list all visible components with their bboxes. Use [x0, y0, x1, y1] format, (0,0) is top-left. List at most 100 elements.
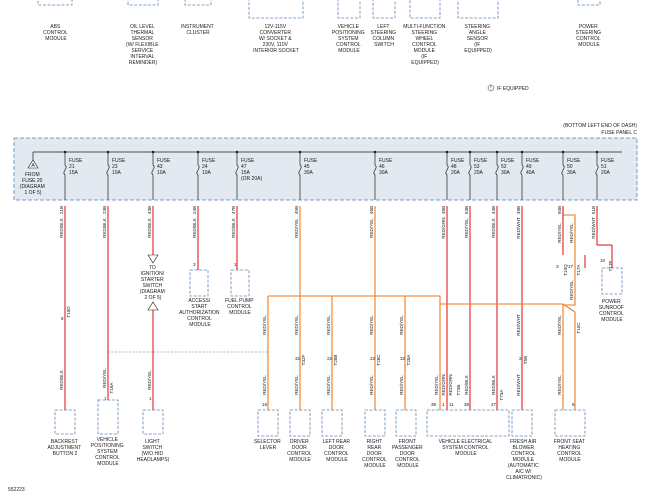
fuse-pin-label: 51B	[591, 206, 596, 214]
fuse-pin-label: 43B	[147, 206, 152, 214]
label-seat-heating: FRONT SEAT HEATING CONTROL MODULE	[554, 439, 587, 463]
access-start-label: ACCESS/ START AUTHORIZATION CONTROL MODU…	[179, 298, 221, 328]
instrument-cluster-box	[184, 0, 212, 6]
vps-top-box	[337, 0, 361, 19]
fuse-panel-box	[13, 137, 638, 201]
left-steering-column-switch-box	[372, 0, 396, 19]
wl-seat-c: RED/YEL	[569, 280, 574, 300]
label-ves: VEHICLE ELECTRICAL SYSTEM CONTROL MODULE	[439, 439, 494, 457]
source-label: FROM FUSE 20 (DIAGRAM 1 OF 5)	[20, 172, 46, 196]
fuse-pin-label: 47B	[231, 206, 236, 214]
orange-bus-b	[440, 303, 576, 410]
ignition-label: TO IGNITION/ STARTER SWITCH (DIAGRAM 2 O…	[140, 265, 166, 301]
mid-components: TO IGNITION/ STARTER SWITCH (DIAGRAM 2 O…	[140, 254, 625, 328]
seat-heating-box	[554, 409, 586, 437]
backrest-button-box	[54, 409, 76, 435]
sunroof-box	[601, 267, 623, 295]
source-arrow-icon	[27, 159, 39, 169]
source-arrow-glyph: A	[31, 163, 35, 169]
diagram-id: 552223	[8, 487, 25, 493]
top-label-abs: ABS CONTROL MODULE	[43, 24, 69, 42]
fuse-element-icon	[468, 152, 472, 200]
oil-level-sensor-box	[127, 0, 159, 6]
fp-door-box	[395, 409, 417, 437]
lr-door-box	[321, 409, 343, 437]
wl-f50b: RED/YEL	[569, 223, 574, 243]
if-equipped-legend: ! IF EQUIPPED	[487, 84, 529, 92]
rr-door-box	[364, 409, 386, 437]
abs-control-module-box	[37, 0, 73, 6]
fuse-element-icon	[520, 152, 524, 200]
wl-vps: RED/YEL	[102, 368, 107, 388]
label-fp-door: FRONT PASSENGER DOOR CONTROL MODULE	[392, 439, 424, 469]
wl-backrest: RED/BLK	[59, 369, 64, 390]
wl-selector-a: RED/YEL	[262, 315, 267, 335]
wl-ves-2: RED/GRN	[441, 374, 446, 395]
if-equipped-icon	[487, 84, 495, 92]
wl-driver-a: RED/YEL	[294, 315, 299, 335]
pin-ves-5: 27	[491, 402, 497, 407]
ignition-arrow-up-icon	[147, 301, 159, 311]
wl-fp-a: RED/YEL	[399, 315, 404, 335]
pin-vps: 1	[104, 396, 107, 401]
sunroof-label: POWER SUNROOF CONTROL MODULE	[599, 299, 625, 323]
power-steering-box	[577, 0, 601, 6]
wl-blower-b: RED/WHT	[516, 374, 521, 396]
pin-fp: 32	[400, 356, 406, 361]
pin-sunroof-1: 3	[556, 264, 559, 269]
fuse-pin-label: 49B	[516, 206, 521, 214]
fuse-element-icon	[235, 152, 239, 200]
wl-light: RED/YEL	[147, 370, 152, 390]
pin-ves-1: 39	[431, 402, 437, 407]
conn-t17a: T17A	[576, 264, 581, 276]
pin-fs-heat: 6	[572, 402, 575, 407]
wl-fp-b: RED/YEL	[399, 375, 404, 395]
top-label-vps: VEHICLE POSITIONING SYSTEM CONTROL MODUL…	[332, 24, 366, 54]
steering-angle-sensor-box	[457, 0, 499, 19]
fuse-element-icon	[106, 152, 110, 200]
top-label-multifunction-wheel: MULTI-FUNCTION STEERING WHEEL CONTROL MO…	[403, 24, 447, 66]
conn-t10c: T10C	[576, 322, 581, 334]
pin-ves-2: 1	[442, 402, 445, 407]
wires	[64, 206, 613, 410]
top-components	[37, 0, 601, 19]
bottom-components	[54, 399, 586, 437]
wl-lr-b: RED/YEL	[326, 375, 331, 395]
fuse-element-icon	[495, 152, 499, 200]
pin-sunroof-2: 17	[568, 264, 574, 269]
conn-t28b: T28B	[333, 355, 338, 366]
if-equipped-icon-glyph: !	[490, 86, 491, 92]
wl-f43: RED/BLK	[147, 217, 152, 238]
if-equipped-text: IF EQUIPPED	[497, 86, 529, 92]
fuse-pin-label: 53B	[464, 206, 469, 214]
fuse-pin-label: 48B	[441, 206, 446, 214]
fuse-element-icon	[196, 152, 200, 200]
fuel-pump-box	[230, 269, 250, 297]
label-selector-lever: SELECTOR LEVER	[254, 439, 282, 451]
wl-ves-1: RED/YEL	[434, 375, 439, 395]
wl-selector-b: RED/YEL	[262, 375, 267, 395]
fuse-element-icon	[561, 152, 565, 200]
light-switch-box	[142, 409, 164, 435]
fuse-element-icon	[151, 152, 155, 200]
top-label-oil-sensor: OIL LEVEL THERMAL SENSOR (W/ FLEXIBLE SE…	[126, 24, 160, 66]
conn-t17f: T17F	[608, 260, 613, 271]
label-lr-door: LEFT REAR DOOR CONTROL MODULE	[323, 439, 352, 463]
